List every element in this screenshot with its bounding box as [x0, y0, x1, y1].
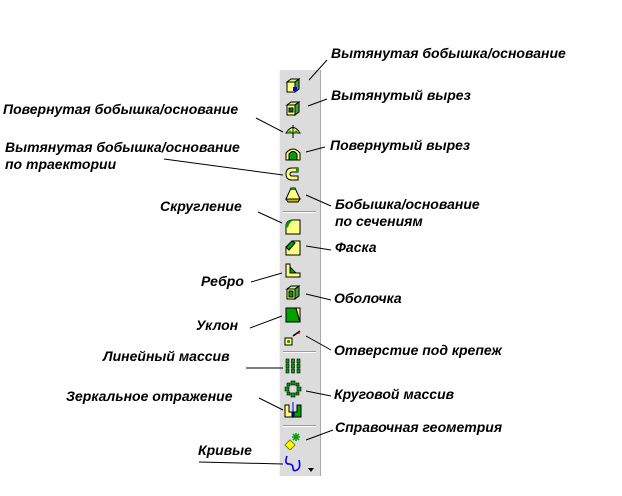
- fillet-button[interactable]: [284, 218, 302, 236]
- lofted-boss-icon: [285, 187, 301, 203]
- lofted-boss-button[interactable]: [284, 186, 302, 204]
- extruded-boss-icon: [285, 78, 301, 93]
- label-shell: Оболочка: [334, 290, 402, 306]
- dropdown-arrow-icon: [308, 468, 314, 472]
- leader-line: [163, 158, 284, 176]
- linear-pattern-button[interactable]: [284, 357, 302, 375]
- leader-line: [198, 461, 284, 465]
- leader-line: [250, 272, 283, 283]
- hole-wizard-button[interactable]: [284, 329, 302, 347]
- label-hole-wizard: Отверстие под крепеж: [334, 342, 502, 358]
- label-revolved-boss: Повернутая бобышка/основание: [3, 101, 239, 117]
- revolved-boss-icon: [285, 125, 301, 138]
- extruded-cut-button[interactable]: [284, 100, 302, 118]
- extruded-boss-button[interactable]: [284, 77, 302, 95]
- label-rib: Ребро: [201, 273, 244, 289]
- chamfer-icon: [285, 240, 301, 256]
- label-swept-boss-line2: по траектории: [5, 156, 117, 172]
- circular-pattern-icon: [284, 380, 302, 398]
- rib-icon: [285, 263, 301, 278]
- label-extruded-boss: Вытянутая бобышка/основание: [331, 45, 566, 61]
- chamfer-button[interactable]: [284, 239, 302, 257]
- hole-wizard-icon: [284, 330, 301, 346]
- label-extruded-cut: Вытянутый вырез: [331, 87, 471, 103]
- label-fillet: Скругление: [160, 198, 242, 214]
- label-draft: Уклон: [196, 317, 239, 333]
- revolved-boss-button[interactable]: [284, 122, 302, 140]
- label-reference-geometry: Справочная геометрия: [335, 419, 503, 435]
- curves-button[interactable]: [284, 454, 302, 472]
- draft-icon: [285, 307, 301, 323]
- shell-icon: [285, 285, 301, 300]
- linear-pattern-icon: [285, 358, 301, 374]
- label-linear-pattern: Линейный массив: [103, 348, 230, 364]
- revolved-cut-button[interactable]: [284, 145, 302, 163]
- label-circular-pattern: Круговой массив: [334, 386, 455, 402]
- reference-geometry-button[interactable]: [284, 432, 302, 450]
- extruded-cut-icon: [285, 101, 301, 116]
- reference-geometry-icon: [284, 433, 300, 450]
- toolbar-separator: [283, 425, 316, 427]
- mirror-button[interactable]: [284, 401, 302, 419]
- label-chamfer: Фаска: [335, 239, 377, 255]
- rib-button[interactable]: [284, 261, 302, 279]
- leader-line: [249, 315, 283, 329]
- draft-button[interactable]: [284, 306, 302, 324]
- curves-icon: [285, 455, 301, 472]
- swept-boss-button[interactable]: [284, 165, 302, 183]
- label-revolved-cut: Повернутый вырез: [330, 137, 471, 153]
- label-swept-boss-line1: Вытянутая бобышка/основание: [5, 139, 240, 155]
- label-lofted-boss-line1: Бобышка/основание: [335, 196, 480, 212]
- circular-pattern-button[interactable]: [284, 380, 302, 398]
- fillet-icon: [285, 219, 301, 235]
- swept-boss-icon: [285, 167, 299, 181]
- shell-button[interactable]: [284, 284, 302, 302]
- toolbar-separator: [283, 351, 316, 353]
- label-mirror: Зеркальное отражение: [66, 388, 233, 404]
- label-lofted-boss-line2: по сечениям: [335, 213, 423, 229]
- toolbar-separator: [283, 211, 316, 213]
- revolved-cut-icon: [285, 148, 301, 161]
- label-curves: Кривые: [198, 442, 252, 458]
- curves-dropdown-button[interactable]: [307, 460, 315, 472]
- mirror-icon: [284, 402, 302, 418]
